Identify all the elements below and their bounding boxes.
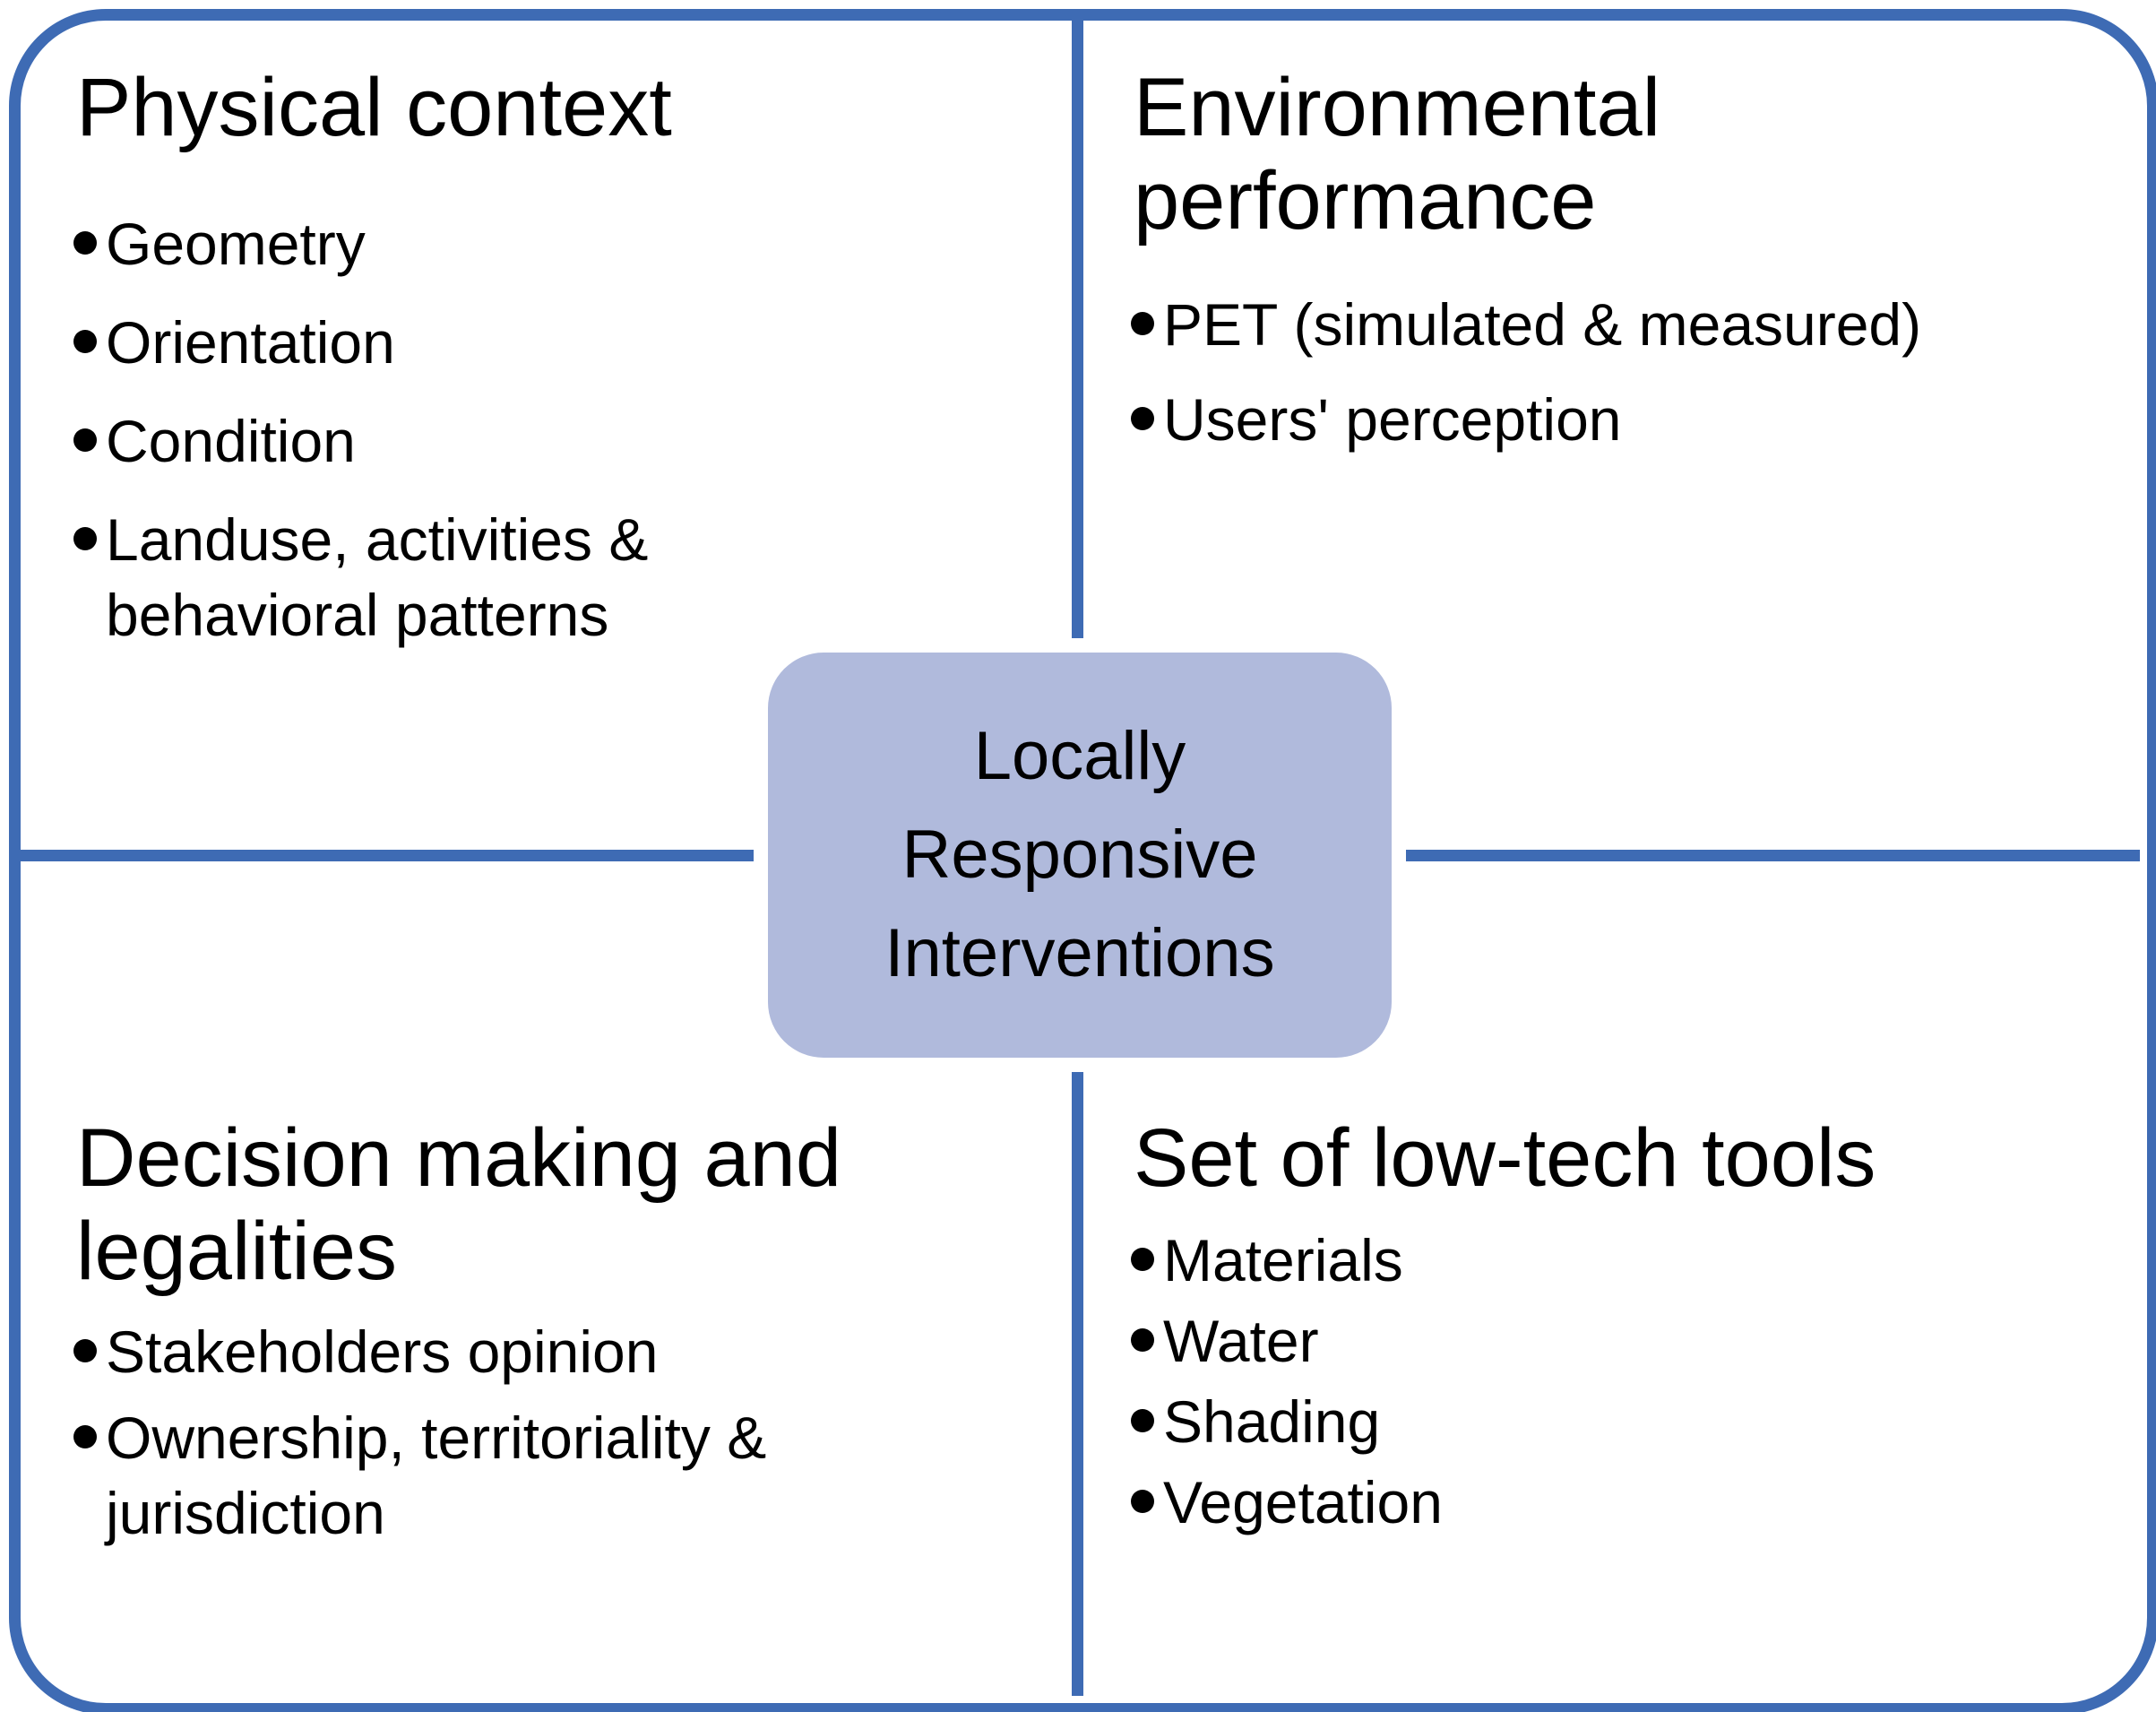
- bullet-list: Geometry Orientation Condition Landuse, …: [73, 206, 1041, 653]
- outer-border: [9, 9, 2156, 1712]
- center-box-label: Locally Responsive Interventions: [884, 718, 1275, 991]
- bullet-text: Shading: [1163, 1388, 1381, 1455]
- quadrant-environmental-performance: Environmental performance PET (simulated…: [1131, 61, 2126, 477]
- bullet-text: Geometry: [106, 211, 366, 277]
- bullet-item: Orientation: [73, 305, 1041, 380]
- quadrant-title-physical-context: Physical context: [76, 62, 672, 153]
- bullet-dot: [73, 428, 97, 452]
- quadrant-title-decision-making-legalities: Decision making and legalities: [76, 1112, 842, 1297]
- bullet-list: Stakeholders opinion Ownership, territor…: [73, 1314, 1050, 1551]
- bullet-dot: [1131, 1248, 1154, 1271]
- bullet-dot: [1131, 407, 1154, 430]
- bullet-text: Orientation: [106, 309, 395, 376]
- bullet-text: Users' perception: [1163, 386, 1622, 453]
- bullet-dot: [73, 1425, 97, 1448]
- bullet-item: Materials: [1131, 1223, 2126, 1298]
- bullet-text: Vegetation: [1163, 1469, 1443, 1535]
- bullet-dot: [73, 231, 97, 255]
- bullet-item: Water: [1131, 1303, 2126, 1379]
- bullet-text: Landuse, activities & behavioral pattern…: [106, 506, 649, 648]
- bullet-text: Water: [1163, 1308, 1319, 1374]
- bullet-item: Vegetation: [1131, 1465, 2126, 1540]
- bullet-list: Materials Water Shading Vegetation: [1131, 1223, 2126, 1540]
- bullet-dot: [73, 1339, 97, 1362]
- bullet-text: PET (simulated & measured): [1163, 291, 1922, 358]
- bullet-dot: [1131, 1328, 1154, 1352]
- bullet-item: Geometry: [73, 206, 1041, 281]
- bullet-dot: [1131, 1409, 1154, 1432]
- bullet-item: PET (simulated & measured): [1131, 287, 2126, 362]
- bullet-item: Landuse, activities & behavioral pattern…: [73, 502, 1041, 653]
- quadrant-title-low-tech-tools: Set of low-tech tools: [1134, 1112, 1876, 1204]
- bullet-text: Materials: [1163, 1227, 1403, 1293]
- bullet-dot: [73, 330, 97, 353]
- bullet-text: Stakeholders opinion: [106, 1319, 659, 1385]
- bullet-text: Ownership, territoriality & jurisdiction: [106, 1405, 767, 1546]
- quadrant-decision-making-legalities: Decision making and legalities Stakehold…: [73, 1111, 1050, 1561]
- bullet-list: PET (simulated & measured) Users' percep…: [1131, 287, 2126, 457]
- bullet-item: Users' perception: [1131, 382, 2126, 457]
- quadrant-physical-context: Physical context Geometry Orientation Co…: [73, 61, 1041, 676]
- quadrant-low-tech-tools: Set of low-tech tools Materials Water Sh…: [1131, 1111, 2126, 1545]
- center-box: Locally Responsive Interventions: [768, 653, 1392, 1058]
- bullet-item: Shading: [1131, 1384, 2126, 1459]
- bullet-dot: [73, 527, 97, 550]
- bullet-dot: [1131, 1490, 1154, 1513]
- bullet-item: Stakeholders opinion: [73, 1314, 1050, 1389]
- bullet-item: Ownership, territoriality & jurisdiction: [73, 1400, 1050, 1551]
- bullet-text: Condition: [106, 408, 356, 474]
- bullet-dot: [1131, 312, 1154, 335]
- quadrant-title-environmental-performance: Environmental performance: [1134, 62, 1661, 246]
- bullet-item: Condition: [73, 403, 1041, 479]
